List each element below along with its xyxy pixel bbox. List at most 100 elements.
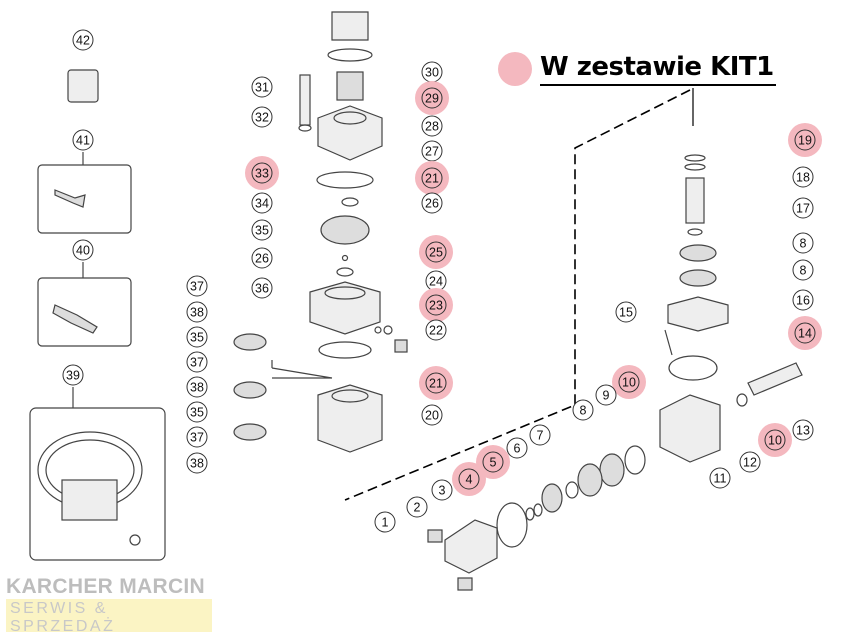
callout-3: 3	[431, 479, 453, 501]
callout-number: 17	[796, 202, 810, 216]
callout-1: 1	[374, 511, 396, 533]
kit-highlight-swatch	[498, 52, 532, 86]
callout-circle	[431, 479, 453, 501]
callout-32: 32	[251, 106, 273, 128]
callout-number: 33	[255, 167, 269, 181]
callout-circle	[506, 437, 528, 459]
callout-circle	[421, 167, 443, 189]
callout-25: 25	[419, 235, 453, 269]
callout-10: 10	[612, 365, 646, 399]
callout-circle	[482, 451, 504, 473]
callout-number: 30	[425, 66, 439, 80]
callout-number: 10	[622, 376, 636, 390]
callout-number: 15	[619, 306, 633, 320]
callout-number: 21	[429, 377, 443, 391]
callout-10: 10	[758, 423, 792, 457]
callout-circle	[792, 259, 814, 281]
kit-highlight	[415, 161, 449, 195]
callout-circle	[251, 106, 273, 128]
callout-37: 37	[186, 426, 208, 448]
callout-number: 37	[190, 356, 204, 370]
callout-12: 12	[739, 451, 761, 473]
callout-circle	[251, 219, 273, 241]
callout-circle	[739, 451, 761, 473]
callout-38: 38	[186, 376, 208, 398]
callout-number: 22	[429, 324, 443, 338]
callout-7: 7	[529, 424, 551, 446]
callout-31: 31	[251, 76, 273, 98]
callout-number: 19	[798, 134, 812, 148]
callout-circle	[186, 351, 208, 373]
callout-number: 12	[743, 456, 757, 470]
callout-34: 34	[251, 192, 273, 214]
callout-39: 39	[62, 364, 84, 386]
callout-circle	[374, 511, 396, 533]
part-21-oring-2	[318, 341, 372, 359]
callout-number: 35	[190, 331, 204, 345]
callout-number: 26	[425, 197, 439, 211]
part-27	[317, 105, 383, 161]
callout-number: 7	[537, 429, 544, 443]
callout-circle	[595, 384, 617, 406]
part-21-oring	[316, 171, 374, 189]
callout-number: 2	[414, 501, 421, 515]
callout-number: 37	[190, 280, 204, 294]
callout-number: 25	[429, 246, 443, 260]
callout-circle	[251, 247, 273, 269]
callout-circle	[529, 424, 551, 446]
callout-number: 42	[76, 34, 90, 48]
callout-circle	[62, 364, 84, 386]
callout-number: 32	[255, 111, 269, 125]
part-18	[685, 177, 705, 224]
callout-circle	[72, 129, 94, 151]
callout-number: 24	[429, 275, 443, 289]
part-36	[309, 281, 381, 335]
callout-circle	[792, 232, 814, 254]
callout-circle	[251, 76, 273, 98]
callout-circle	[792, 289, 814, 311]
callout-14: 14	[788, 316, 822, 350]
part-20	[317, 384, 383, 453]
callout-number: 8	[800, 237, 807, 251]
callout-number: 9	[603, 389, 610, 403]
callout-number: 31	[255, 81, 269, 95]
kit-highlight	[419, 235, 453, 269]
callout-number: 28	[425, 120, 439, 134]
callout-23: 23	[419, 288, 453, 322]
kit-highlight	[419, 288, 453, 322]
callout-number: 1	[382, 516, 389, 530]
callout-37: 37	[186, 351, 208, 373]
callout-8: 8	[792, 259, 814, 281]
callout-circle	[792, 197, 814, 219]
part-3-head	[444, 519, 498, 574]
callout-36: 36	[251, 277, 273, 299]
callout-circle	[251, 192, 273, 214]
callout-number: 23	[429, 299, 443, 313]
callout-40: 40	[72, 239, 94, 261]
callout-number: 27	[425, 145, 439, 159]
callout-circle	[186, 326, 208, 348]
callout-18: 18	[792, 166, 814, 188]
callout-circle	[421, 404, 443, 426]
callout-30: 30	[421, 61, 443, 83]
callout-circle	[572, 399, 594, 421]
part-16	[667, 296, 729, 332]
part-40-box	[37, 277, 132, 347]
callout-circle	[186, 426, 208, 448]
callout-circle	[794, 129, 816, 151]
callout-11: 11	[709, 467, 731, 489]
callout-37: 37	[186, 275, 208, 297]
callout-number: 5	[490, 456, 497, 470]
callout-circle	[764, 429, 786, 451]
callout-16: 16	[792, 289, 814, 311]
callout-number: 26	[255, 252, 269, 266]
callout-number: 16	[796, 294, 810, 308]
callout-33: 33	[245, 156, 279, 190]
callout-2: 2	[406, 496, 428, 518]
callout-circle	[458, 468, 480, 490]
part-39-box	[29, 407, 166, 561]
callout-number: 6	[514, 442, 521, 456]
callout-circle	[421, 192, 443, 214]
callout-circle	[425, 294, 447, 316]
